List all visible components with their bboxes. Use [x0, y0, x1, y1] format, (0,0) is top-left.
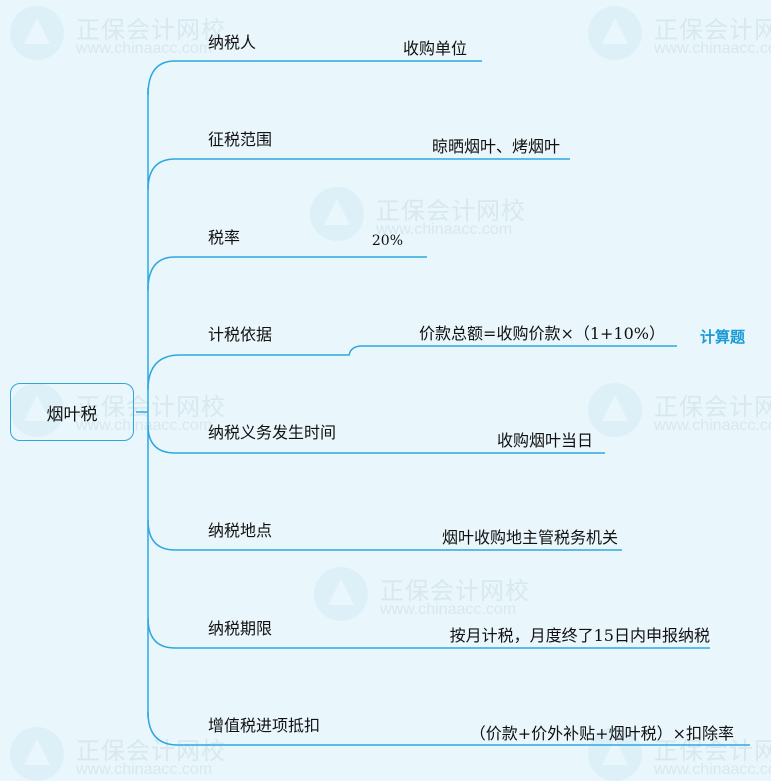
branch-label-rate[interactable]: 税率	[208, 228, 241, 247]
branch-line	[147, 519, 622, 551]
branch-value-scope[interactable]: 晾晒烟叶、烤烟叶	[431, 137, 560, 156]
branch-value-vat-deduction[interactable]: （价款+价外补贴+烟叶税）×扣除率	[469, 724, 734, 743]
root-label: 烟叶税	[46, 404, 98, 425]
branch-line	[147, 424, 605, 454]
branch-label-location[interactable]: 纳税地点	[208, 521, 273, 540]
branch-label-vat-deduction[interactable]: 增值税进项抵扣	[208, 716, 321, 735]
branch-line	[147, 617, 710, 649]
branch-label-period[interactable]: 纳税期限	[208, 619, 273, 638]
branch-value-rate[interactable]: 20%	[371, 233, 403, 249]
branch-label-taxpayer[interactable]: 纳税人	[208, 33, 257, 52]
branch-line	[147, 711, 750, 746]
branch-line	[147, 158, 570, 191]
root-node[interactable]: 烟叶税	[10, 383, 134, 441]
branch-value-location[interactable]: 烟叶收购地主管税务机关	[441, 528, 618, 547]
branch-label-obligation-time[interactable]: 纳税义务发生时间	[208, 423, 337, 442]
calculation-tag: 计算题	[700, 328, 746, 346]
branch-label-scope[interactable]: 征税范围	[208, 130, 273, 149]
branch-line	[147, 60, 482, 96]
spine-line	[136, 88, 149, 718]
branch-value-basis[interactable]: 价款总额=收购价款×（1+10%）	[419, 324, 665, 343]
branch-line	[147, 256, 427, 291]
branch-value-taxpayer[interactable]: 收购单位	[402, 39, 467, 58]
branch-label-basis[interactable]: 计税依据	[208, 325, 273, 344]
branch-line	[147, 345, 677, 391]
branch-value-period[interactable]: 按月计税，月度终了15日内申报纳税	[449, 626, 710, 645]
branch-value-obligation-time[interactable]: 收购烟叶当日	[496, 431, 593, 450]
